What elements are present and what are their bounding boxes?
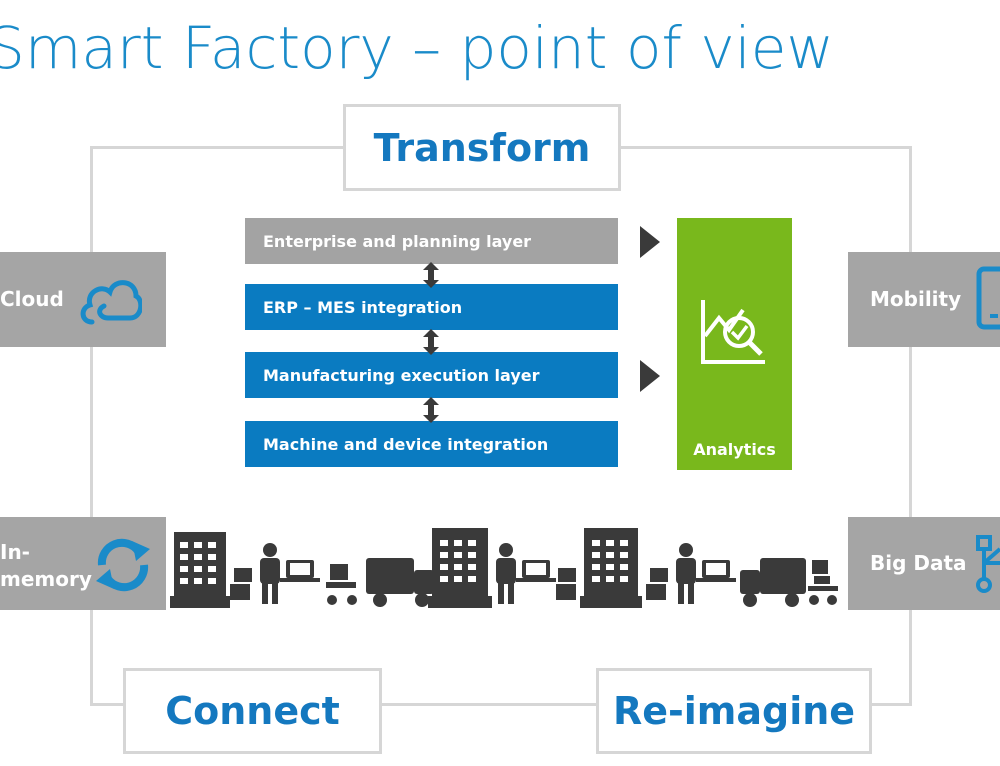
layer-enterprise-planning: Enterprise and planning layer: [245, 218, 618, 264]
in-memory-label: In- memory: [0, 540, 92, 591]
factory-scene-strip: [170, 528, 838, 608]
arrow-right-icon: [640, 360, 660, 392]
page-title: Smart Factory – point of view: [0, 14, 834, 82]
analytics-chart-icon: [701, 300, 765, 364]
reimagine-label-box: Re-imagine: [596, 668, 872, 754]
analytics-label: Analytics: [693, 440, 776, 459]
refresh-cycle-icon: [96, 538, 150, 592]
truck-icon: [740, 558, 806, 607]
layer-label: ERP – MES integration: [263, 297, 463, 317]
cart-icon: [808, 560, 838, 605]
worker-icon: [676, 543, 696, 604]
connect-label-box: Connect: [123, 668, 382, 754]
mobility-label: Mobility: [870, 287, 962, 311]
reimagine-label: Re-imagine: [612, 689, 856, 733]
boxes-icon: [646, 568, 668, 600]
cloud-box: Cloud: [0, 252, 166, 347]
big-data-box: Big Data: [848, 517, 1000, 610]
worker-icon: [496, 543, 516, 604]
mobility-box: Mobility: [848, 252, 1000, 347]
big-data-label: Big Data: [870, 551, 967, 575]
arrow-right-icon: [640, 226, 660, 258]
cloud-icon: [80, 280, 142, 325]
factory-building-icon: [580, 528, 642, 608]
in-memory-box: In- memory: [0, 517, 166, 610]
double-arrow-icon: [423, 329, 439, 355]
double-arrow-icon: [423, 397, 439, 423]
boxes-icon: [230, 568, 252, 600]
layer-label: Machine and device integration: [263, 434, 549, 454]
mobile-device-icon: [976, 266, 1000, 330]
cloud-label: Cloud: [0, 287, 64, 311]
analytics-box: Analytics: [677, 218, 792, 470]
worker-icon: [260, 543, 280, 604]
layer-label: Enterprise and planning layer: [263, 231, 532, 251]
transform-label-box: Transform: [343, 104, 621, 191]
layer-erp-mes: ERP – MES integration: [245, 284, 618, 330]
cart-icon: [326, 564, 357, 605]
transform-label: Transform: [373, 125, 591, 170]
layer-machine-device: Machine and device integration: [245, 421, 618, 467]
double-arrow-icon: [423, 262, 439, 288]
connect-label: Connect: [165, 689, 340, 733]
factory-building-icon: [428, 528, 492, 608]
truck-icon: [366, 558, 434, 607]
layer-label: Manufacturing execution layer: [263, 365, 540, 385]
boxes-icon: [556, 568, 576, 600]
layer-manufacturing-execution: Manufacturing execution layer: [245, 352, 618, 398]
network-nodes-icon: [976, 535, 1000, 593]
